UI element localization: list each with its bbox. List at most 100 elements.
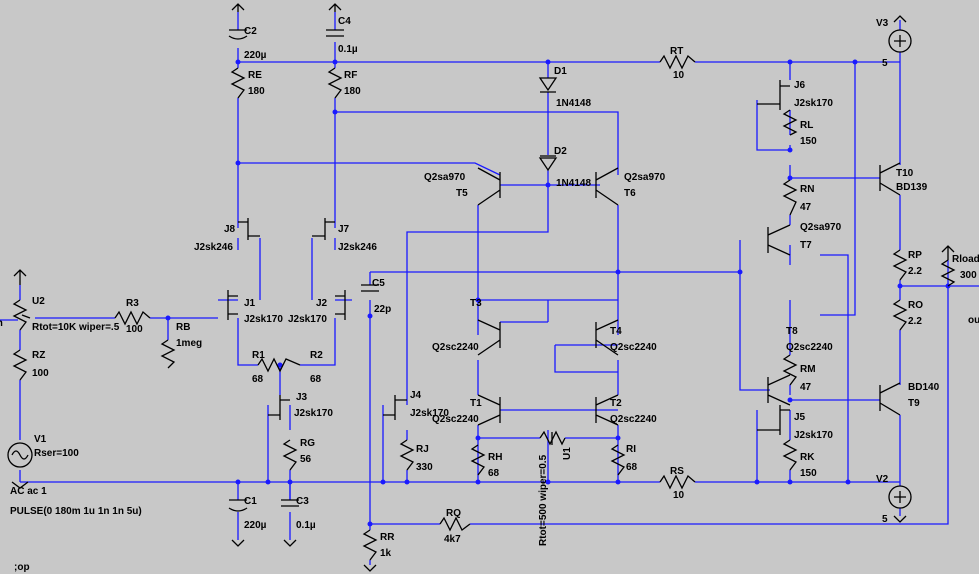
value-rh: 68: [488, 468, 500, 479]
label-j1: J1: [244, 298, 256, 309]
label-r1: R1: [252, 350, 265, 361]
label-c3: C3: [296, 496, 309, 507]
label-j6: J6: [794, 80, 806, 91]
label-rj: RJ: [416, 444, 429, 455]
value-u1: Rtot=500 wiper=0.5: [538, 454, 549, 546]
value-v2: 5: [882, 514, 888, 525]
label-u2: U2: [32, 296, 45, 307]
label-t4: T4: [610, 326, 622, 337]
label-rn: RN: [800, 184, 814, 195]
value-u2: Rtot=10K wiper=.5: [32, 322, 120, 333]
label-c4: C4: [338, 16, 351, 27]
jfet-symbols: [227, 80, 790, 435]
label-rm: RM: [800, 364, 816, 375]
label-t8: T8: [786, 326, 798, 337]
value-rm: 47: [800, 382, 812, 393]
component-labels: C2 220µ C4 0.1µ RE 180 RF 180 D1 1N4148 …: [0, 16, 979, 573]
label-j5: J5: [794, 412, 806, 423]
label-rl: RL: [800, 120, 813, 131]
value-c4: 0.1µ: [338, 44, 358, 55]
label-d1: D1: [554, 66, 567, 77]
voltage-sources: [7, 29, 912, 509]
model-t7: Q2sa970: [800, 222, 842, 233]
value-j1: J2sk170: [244, 314, 283, 325]
value-v3: 5: [882, 58, 888, 69]
label-rg: RG: [300, 438, 315, 449]
value-j8: J2sk246: [194, 242, 233, 253]
transistor-symbols: [477, 162, 901, 426]
value-j5: J2sk170: [794, 430, 833, 441]
value-t10: BD139: [896, 182, 928, 193]
label-rt: RT: [670, 46, 683, 57]
value-rl: 150: [800, 136, 817, 147]
label-c2: C2: [244, 26, 257, 37]
label-out: out: [968, 315, 979, 326]
value-re: 180: [248, 86, 265, 97]
label-ro: RO: [908, 300, 923, 311]
label-t6: T6: [624, 188, 636, 199]
label-t5: T5: [456, 188, 468, 199]
value-rg: 56: [300, 454, 312, 465]
label-j2: J2: [316, 298, 328, 309]
label-v1: V1: [34, 434, 47, 445]
resistor-symbols: [12, 54, 956, 561]
value-rb: 1meg: [176, 338, 202, 349]
label-u1: U1: [562, 447, 573, 460]
model-t1: Q2sc2240: [432, 414, 479, 425]
value-rt: 10: [673, 70, 685, 81]
label-t10: T10: [896, 168, 914, 179]
value-rk: 150: [800, 468, 817, 479]
value-v1-pulse: PULSE(0 180m 1u 1n 1n 5u): [10, 506, 142, 517]
label-rs: RS: [670, 466, 684, 477]
value-ri: 68: [626, 462, 638, 473]
label-rp: RP: [908, 250, 922, 261]
diode-symbols: [538, 77, 558, 172]
label-rh: RH: [488, 452, 502, 463]
label-t9: T9: [908, 398, 920, 409]
model-t2: Q2sc2240: [610, 414, 657, 425]
value-j4: J2sk170: [410, 408, 449, 419]
label-t3: T3: [470, 298, 482, 309]
value-rload: 300: [960, 270, 977, 281]
value-v1-ac: AC ac 1: [10, 486, 47, 497]
value-rs: 10: [673, 490, 685, 501]
value-d2: 1N4148: [556, 178, 591, 189]
value-rn: 47: [800, 202, 812, 213]
value-r1: 68: [252, 374, 264, 385]
label-c1: C1: [244, 496, 257, 507]
value-rj: 330: [416, 462, 433, 473]
label-c5: C5: [372, 278, 385, 289]
label-v2: V2: [876, 474, 889, 485]
label-ri: RI: [626, 444, 636, 455]
label-t7: T7: [800, 240, 812, 251]
value-d1: 1N4148: [556, 98, 591, 109]
value-j7: J2sk246: [338, 242, 377, 253]
wires: [0, 12, 979, 565]
value-v1: Rser=100: [34, 448, 79, 459]
model-t9: BD140: [908, 382, 940, 393]
value-rr: 1k: [380, 548, 392, 559]
power-flags: [11, 3, 955, 572]
value-j2: J2sk170: [288, 314, 327, 325]
value-c2: 220µ: [244, 50, 267, 61]
label-rz: RZ: [32, 350, 45, 361]
value-rq: 4k7: [444, 534, 461, 545]
label-j7: J7: [338, 224, 350, 235]
value-c3: 0.1µ: [296, 520, 316, 531]
label-j4: J4: [410, 390, 422, 401]
value-c5: 22p: [374, 304, 391, 315]
value-rz: 100: [32, 368, 49, 379]
spice-directive[interactable]: ;op: [14, 562, 30, 573]
model-t5: Q2sa970: [424, 172, 466, 183]
label-d2: D2: [554, 146, 567, 157]
label-r2: R2: [310, 350, 323, 361]
value-rf: 180: [344, 86, 361, 97]
value-ro: 2.2: [908, 316, 922, 327]
value-j3: J2sk170: [294, 408, 333, 419]
value-r2: 68: [310, 374, 322, 385]
label-v3: V3: [876, 18, 889, 29]
capacitor-symbols: [228, 29, 379, 512]
label-rload: Rload: [952, 254, 979, 265]
